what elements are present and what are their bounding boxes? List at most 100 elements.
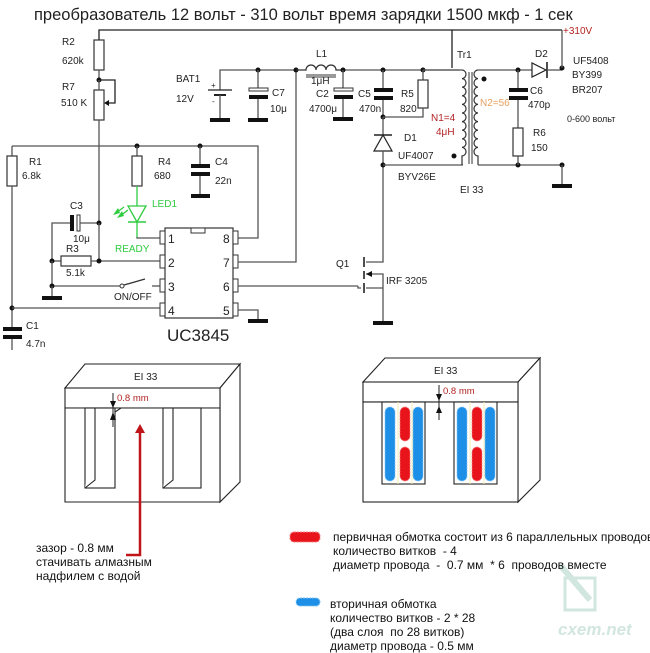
d2-value2: BY399 bbox=[572, 70, 602, 81]
c6-ref: C6 bbox=[530, 86, 543, 97]
gap-note: зазор - 0.8 мм стачивать алмазным надфил… bbox=[36, 541, 152, 583]
ic-uc3845: 1 2 3 4 8 7 6 5 UC3845 bbox=[159, 70, 358, 345]
legend-primary-line: количество витков - 4 bbox=[333, 544, 457, 558]
d1-value2: BYV26E bbox=[398, 172, 436, 183]
tr1-l1: 4μH bbox=[436, 127, 455, 138]
r5-value: 820 bbox=[400, 104, 417, 115]
secondary-circuit bbox=[478, 67, 572, 188]
core-left-title: EI 33 bbox=[134, 372, 158, 383]
legend-primary: первичная обмотка состоит из 6 параллель… bbox=[333, 530, 650, 572]
d1-ref: D1 bbox=[404, 133, 417, 144]
d2-value3: BR207 bbox=[572, 85, 603, 96]
l1-ref: L1 bbox=[316, 49, 328, 60]
transformer-tr1: Tr1 N1=4 4μH N2=56 EI 33 bbox=[423, 50, 510, 196]
bat1-value: 12V bbox=[176, 94, 194, 105]
gap-note-line: стачивать алмазным bbox=[36, 555, 152, 569]
watermark-text: cxem.net bbox=[558, 620, 633, 639]
svg-text:+: + bbox=[211, 81, 216, 90]
resistor-r4: R4 680 bbox=[131, 146, 171, 187]
capacitor-c3: C3 10μ bbox=[51, 201, 102, 261]
ic-pin-6: 6 bbox=[223, 280, 230, 294]
ic-pin-7: 7 bbox=[223, 256, 230, 270]
diode-d2: D2 UF5408 BY399 BR207 0-600 вольт bbox=[452, 29, 615, 124]
output-range-label: 0-600 вольт bbox=[567, 114, 615, 124]
resistor-r5: R5 820 bbox=[383, 67, 429, 118]
tr1-n1: N1=4 bbox=[431, 113, 456, 124]
capacitor-c6: C6 470p bbox=[509, 70, 551, 128]
legend-secondary-line: (два слоя по 28 витков) bbox=[330, 625, 465, 639]
tr1-core: EI 33 bbox=[460, 185, 484, 196]
gap-note-line: зазор - 0.8 мм bbox=[36, 541, 114, 555]
r3-value: 5.1k bbox=[66, 268, 86, 279]
q1-value: IRF 3205 bbox=[386, 276, 428, 287]
legend-secondary: вторичная обмотка количество витков - 2 … bbox=[330, 597, 475, 653]
r7-value: 510 K bbox=[61, 98, 87, 109]
led1-ref: LED1 bbox=[152, 199, 177, 210]
r2-value: 620k bbox=[62, 56, 85, 67]
l1-value: 1μH bbox=[311, 76, 330, 87]
inductor-l1: L1 1μH bbox=[293, 49, 343, 87]
c3-value: 10μ bbox=[73, 234, 90, 245]
c6-value: 470p bbox=[528, 100, 551, 111]
r6-ref: R6 bbox=[533, 128, 546, 139]
page-title: преобразователь 12 вольт - 310 вольт вре… bbox=[34, 6, 573, 24]
legend-primary-line: диаметр провода - 0.7 мм * 6 проводов вм… bbox=[333, 558, 607, 572]
c2-value: 4700μ bbox=[309, 104, 337, 115]
c3-ref: C3 bbox=[70, 201, 83, 212]
r1-ref: R1 bbox=[29, 157, 42, 168]
diode-d1: D1 UF4007 BYV26E bbox=[372, 117, 463, 250]
resistor-r6: R6 150 bbox=[512, 127, 548, 165]
r4-value: 680 bbox=[154, 171, 171, 182]
tr1-ref: Tr1 bbox=[457, 50, 472, 61]
legend-primary-line: первичная обмотка состоит из 6 параллель… bbox=[333, 530, 650, 544]
resistor-r2: R2 620k bbox=[62, 37, 105, 83]
ground-icon bbox=[333, 117, 353, 121]
ground-icon bbox=[248, 118, 268, 122]
d1-value1: UF4007 bbox=[398, 151, 434, 162]
ic-pin-5: 5 bbox=[223, 304, 230, 318]
c5-value: 470n bbox=[359, 104, 381, 115]
light-emission-icon bbox=[113, 206, 129, 218]
r3-ref: R3 bbox=[66, 244, 79, 255]
c4-value: 22n bbox=[215, 176, 232, 187]
core-right-winding-diagram: EI 33 0.8 mm bbox=[361, 356, 542, 504]
legend-secondary-line: диаметр провода - 0.5 мм bbox=[330, 639, 474, 653]
resistor-r3: R3 5.1k bbox=[49, 223, 160, 279]
c1-ref: C1 bbox=[26, 321, 39, 332]
ic-pin-3: 3 bbox=[168, 280, 175, 294]
bat1-ref: BAT1 bbox=[176, 74, 201, 85]
ground-icon bbox=[42, 296, 62, 300]
ic-pin-8: 8 bbox=[223, 232, 230, 246]
led-ready: LED1 READY bbox=[113, 186, 177, 255]
on-off-switch[interactable]: ON/OFF bbox=[42, 261, 160, 303]
ground-icon bbox=[373, 321, 393, 325]
r6-value: 150 bbox=[531, 143, 548, 154]
capacitor-c7: C7 10μ bbox=[248, 67, 287, 122]
d2-value1: UF5408 bbox=[573, 56, 609, 67]
ground-icon bbox=[248, 319, 268, 323]
c1-value: 4.7n bbox=[26, 339, 45, 350]
core-left-gap-label: 0.8 mm bbox=[117, 393, 149, 404]
ground-icon bbox=[552, 184, 572, 188]
svg-text:-: - bbox=[212, 97, 215, 106]
ic-pin-4: 4 bbox=[168, 304, 175, 318]
q1-ref: Q1 bbox=[336, 259, 350, 270]
primary-winding-swatch bbox=[289, 531, 321, 543]
ic-pin-1: 1 bbox=[168, 232, 175, 246]
capacitor-c1: C1 4.7n bbox=[3, 307, 160, 350]
c5-ref: C5 bbox=[358, 89, 371, 100]
ground-icon bbox=[210, 118, 230, 122]
c4-ref: C4 bbox=[215, 157, 228, 168]
mosfet-q1: Q1 IRF 3205 bbox=[336, 250, 428, 325]
d2-ref: D2 bbox=[535, 49, 548, 60]
capacitor-c4: C4 22n bbox=[191, 146, 232, 198]
top-rail bbox=[98, 29, 453, 68]
switch-label: ON/OFF bbox=[114, 292, 152, 303]
ic-label: UC3845 bbox=[167, 326, 229, 345]
r5-ref: R5 bbox=[401, 89, 414, 100]
secondary-winding-swatch bbox=[295, 597, 321, 607]
legend-secondary-line: количество витков - 2 * 28 bbox=[330, 611, 476, 625]
r1-value: 6.8k bbox=[22, 171, 42, 182]
tr1-n2: N2=56 bbox=[480, 98, 510, 109]
